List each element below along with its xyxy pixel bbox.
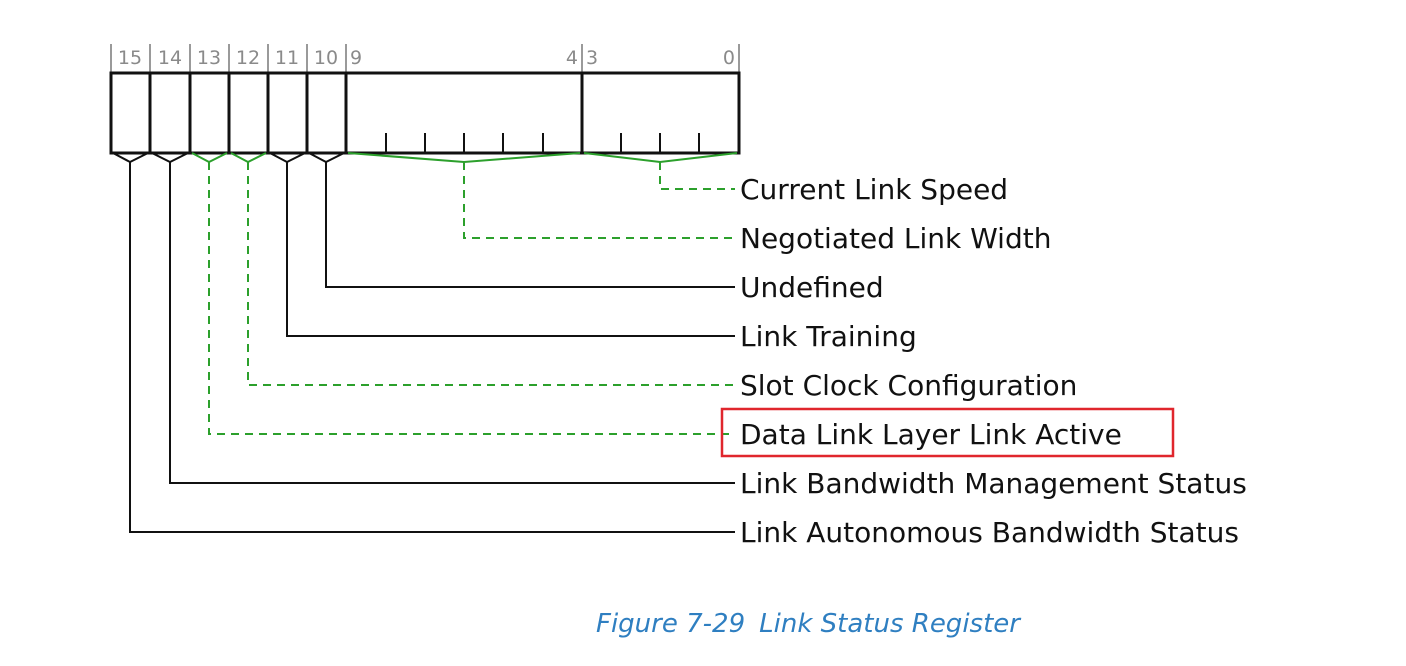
bit-number-15: 15	[118, 47, 142, 69]
field-label-negotiated-link-width: Negotiated Link Width	[740, 222, 1051, 255]
field-label-undefined: Undefined	[740, 271, 884, 304]
figure-caption: Figure 7-29 Link Status Register	[596, 609, 1022, 639]
leader-lines	[129, 162, 735, 533]
field-label-data-link-layer-link-active: Data Link Layer Link Active	[740, 418, 1122, 451]
leader-link-autonomous-bandwidth-status	[129, 162, 735, 533]
register-bit-ticks	[385, 133, 700, 153]
highlight-box	[720, 407, 1175, 458]
field-label-link-bandwidth-management-status: Link Bandwidth Management Status	[740, 467, 1247, 500]
figure-title: Link Status Register	[759, 609, 1022, 639]
field-label-current-link-speed: Current Link Speed	[740, 173, 1008, 206]
bit-number-0: 0	[723, 47, 735, 69]
bit-number-3: 3	[586, 47, 598, 69]
leader-negotiated-link-width	[463, 162, 735, 239]
bit-number-separators	[110, 44, 740, 72]
bit-number-12: 12	[236, 47, 260, 69]
bit-number-13: 13	[197, 47, 221, 69]
bit-number-14: 14	[158, 47, 182, 69]
field-label-link-autonomous-bandwidth-status: Link Autonomous Bandwidth Status	[740, 516, 1239, 549]
figure-number: Figure 7-29	[596, 609, 745, 639]
field-label-link-training: Link Training	[740, 320, 917, 353]
leader-current-link-speed	[659, 162, 735, 190]
leader-link-training	[286, 162, 735, 337]
bit-number-11: 11	[275, 47, 299, 69]
field-label-slot-clock-configuration: Slot Clock Configuration	[740, 369, 1077, 402]
leader-link-bandwidth-management-status	[169, 162, 735, 484]
bit-number-4: 4	[566, 47, 578, 69]
leader-data-link-layer-link-active	[208, 162, 735, 435]
bit-number-10: 10	[314, 47, 338, 69]
leader-slot-clock-configuration	[247, 162, 735, 386]
leader-undefined	[325, 162, 735, 288]
bit-number-9: 9	[350, 47, 362, 69]
